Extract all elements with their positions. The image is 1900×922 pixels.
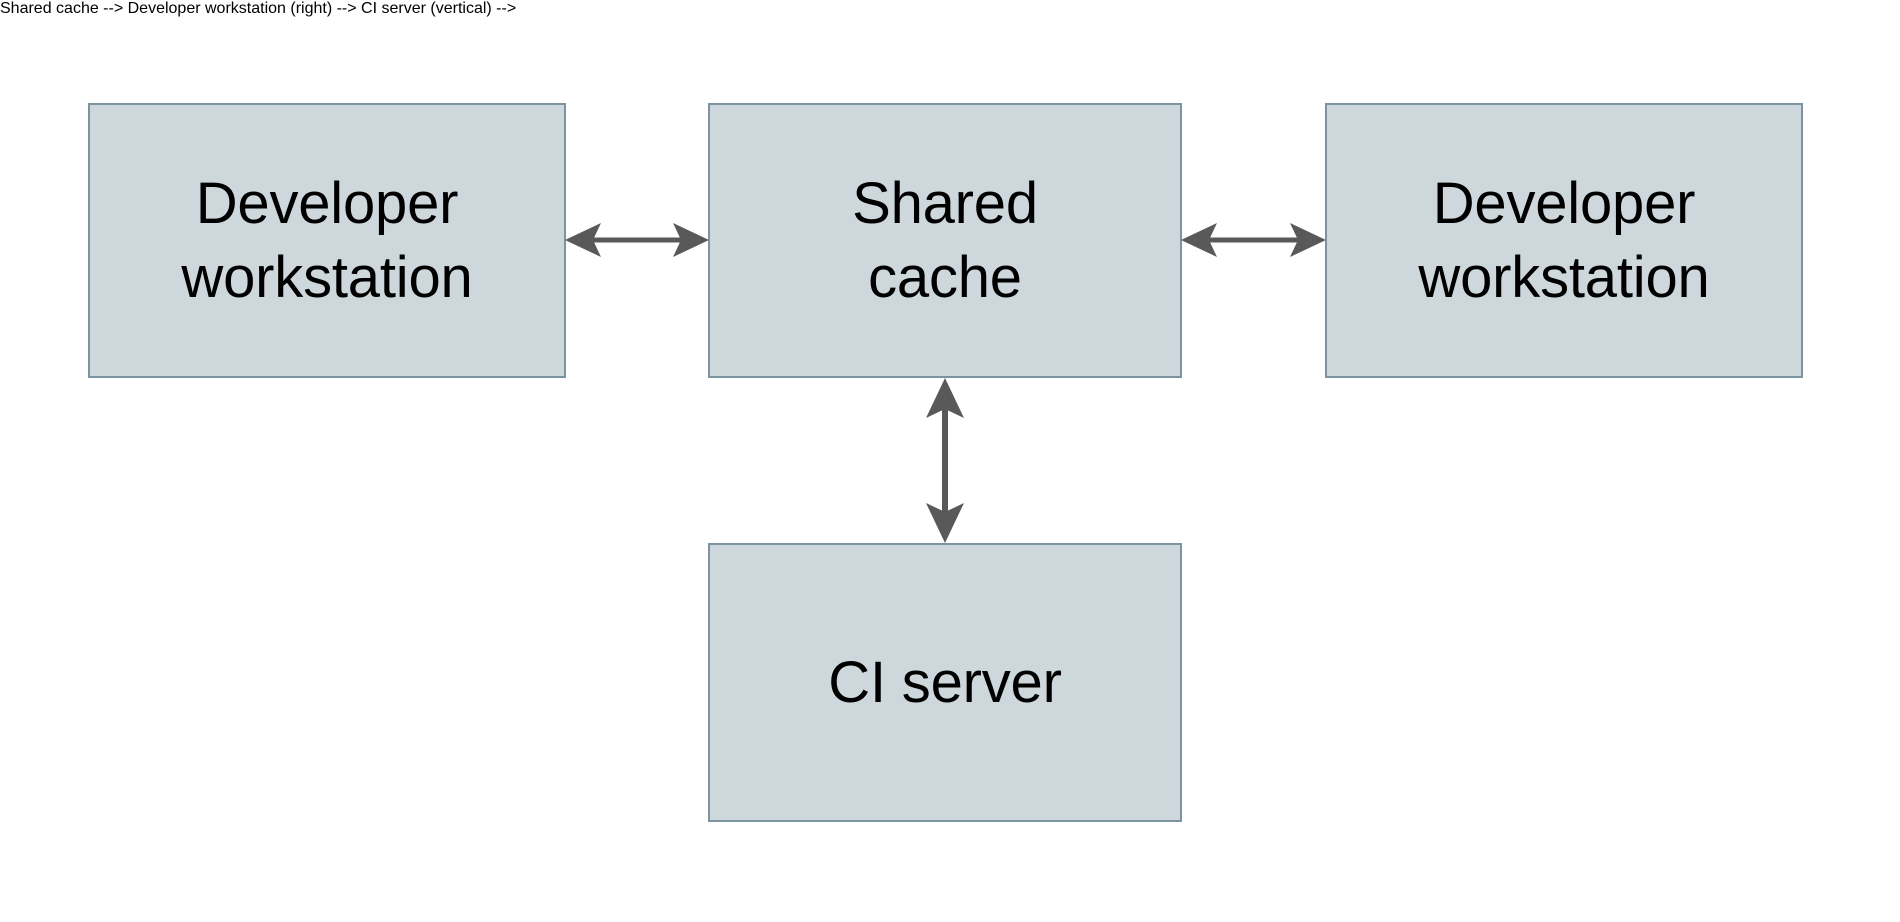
edge-shared-cache-to-dev-right[interactable]: [1176, 206, 1331, 274]
edge-shared-cache-to-ci-server[interactable]: [911, 372, 979, 549]
node-label: Developer workstation: [1418, 171, 1710, 310]
arrowhead-down-icon: [926, 503, 964, 543]
node-label: Developer workstation: [181, 171, 473, 310]
node-developer-workstation-right[interactable]: Developer workstation: [1325, 103, 1803, 378]
node-label: Shared cache: [852, 171, 1038, 310]
node-ci-server[interactable]: CI server: [708, 543, 1182, 822]
node-label: CI server: [828, 649, 1062, 715]
arrowhead-left-icon: [1181, 223, 1217, 257]
arrowhead-right-icon: [673, 223, 709, 257]
arrowhead-right-icon: [1290, 223, 1326, 257]
arrowhead-left-icon: [565, 223, 601, 257]
edge-dev-left-to-shared-cache[interactable]: [560, 206, 714, 274]
node-developer-workstation-left[interactable]: Developer workstation: [88, 103, 566, 378]
arrowhead-up-icon: [926, 378, 964, 418]
node-shared-cache[interactable]: Shared cache: [708, 103, 1182, 378]
